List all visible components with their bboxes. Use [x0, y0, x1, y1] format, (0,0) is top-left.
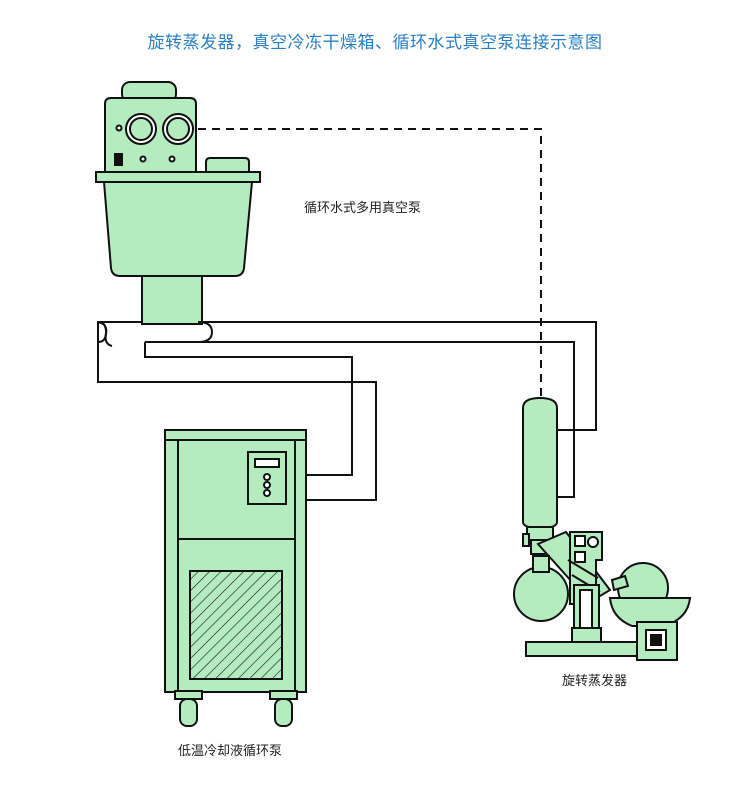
wheel-left	[179, 698, 198, 727]
vacuum-pump	[95, 81, 261, 325]
coolant-tube-left-inner	[144, 342, 353, 476]
chiller-top	[164, 429, 307, 441]
vacuum-line-dashed	[198, 128, 542, 405]
chiller	[164, 429, 307, 727]
vacuum-pump-label: 循环水式多用真空泵	[304, 201, 422, 216]
coolant-tube-outer	[98, 321, 597, 431]
wheel-right	[274, 698, 293, 727]
evaporator-base	[525, 641, 638, 657]
chiller-display	[254, 458, 280, 468]
coolant-tube-inner	[145, 341, 575, 498]
evaporator-label: 旋转蒸发器	[562, 674, 628, 689]
pump-stand	[141, 275, 203, 325]
pump-tank-rim	[95, 171, 261, 183]
coolant-tube-left-outer	[97, 322, 377, 501]
page-title: 旋转蒸发器，真空冷冻干燥箱、循环水式真空泵连接示意图	[147, 33, 603, 53]
pump-switch	[114, 153, 123, 166]
rotary-evaporator	[513, 396, 692, 661]
chiller-label: 低温冷却液循环泵	[178, 744, 283, 759]
pump-lid	[205, 157, 250, 173]
pump-tank	[102, 181, 254, 277]
condenser	[522, 396, 558, 530]
receiving-flask	[513, 566, 569, 622]
chiller-vent-grille	[189, 570, 283, 680]
